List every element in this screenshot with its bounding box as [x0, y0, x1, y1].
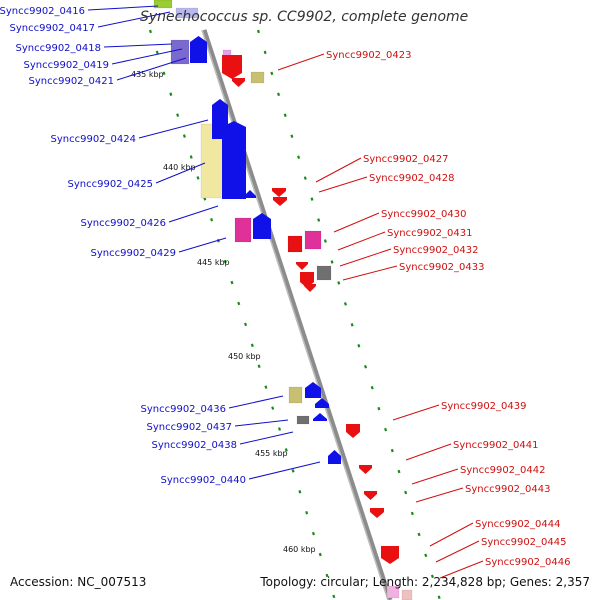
- gene-glyph-0428: [273, 197, 287, 206]
- gene-label-rev: Syncc9902_0432: [393, 245, 479, 256]
- gene-glyph-0416: [153, 0, 173, 9]
- leader-line-fwd: [234, 419, 289, 427]
- gene-glyph-0430: [287, 235, 303, 253]
- gene-label-rev: Syncc9902_0441: [453, 440, 539, 451]
- leader-line-fwd: [248, 461, 321, 480]
- scale-mark-0: 435 kbp: [131, 70, 164, 79]
- leader-line-rev: [439, 560, 484, 579]
- gene-label-rev: Syncc9902_0439: [441, 401, 527, 412]
- gene-label-fwd: Syncc9902_0425: [68, 179, 154, 190]
- gene-label-fwd: Syncc9902_0419: [24, 60, 110, 71]
- scale-mark-3: 450 kbp: [228, 352, 261, 361]
- leader-line-fwd: [111, 48, 183, 65]
- gene-glyph-0437b: [315, 398, 329, 408]
- leader-line-fwd: [155, 162, 206, 184]
- outer-tick-track: [256, 29, 442, 600]
- gene-glyph-0437: [296, 415, 310, 425]
- gene-glyph-0431: [304, 230, 322, 250]
- leader-line-fwd: [87, 5, 159, 11]
- gene-glyph-0433a: [316, 265, 332, 281]
- leader-line-rev: [318, 176, 368, 193]
- gene-glyph-0423b: [250, 71, 265, 84]
- inner-tick-track: [148, 29, 337, 600]
- leader-line-rev: [315, 157, 362, 183]
- gene-label-fwd: Syncc9902_0437: [147, 422, 233, 433]
- gene-glyph-0419: [190, 36, 207, 63]
- leader-line-rev: [333, 212, 380, 233]
- gene-glyph-0432: [296, 262, 308, 270]
- gene-glyph-0446: [401, 589, 413, 600]
- gene-glyph-0425c: [244, 190, 256, 198]
- gene-label-fwd: Syncc9902_0424: [51, 134, 137, 145]
- gene-label-rev: Syncc9902_0444: [475, 519, 561, 530]
- gene-glyph-0444: [381, 546, 399, 564]
- gene-label-fwd: Syncc9902_0438: [152, 440, 238, 451]
- genome-title: Synechococcus sp. CC9902, complete genom…: [140, 9, 469, 25]
- gene-label-fwd: Syncc9902_0417: [10, 23, 96, 34]
- leader-line-rev: [405, 443, 452, 461]
- leader-line-rev: [435, 540, 480, 563]
- gene-glyph-0436: [288, 386, 303, 404]
- gene-glyph-0429: [253, 213, 271, 239]
- leader-line-rev: [277, 53, 325, 71]
- scale-mark-5: 460 kbp: [283, 545, 316, 554]
- gene-label-fwd: Syncc9902_0421: [29, 76, 115, 87]
- gene-label-fwd: Syncc9902_0416: [0, 6, 85, 17]
- gene-label-rev: Syncc9902_0430: [381, 209, 467, 220]
- gene-glyph-0426: [234, 217, 252, 243]
- accession-text: Accession: NC_007513: [10, 575, 147, 589]
- leader-line-fwd: [228, 395, 284, 409]
- gene-glyph-0440: [328, 450, 341, 464]
- gene-glyph-0423c: [232, 78, 245, 87]
- gene-glyph-0443: [370, 508, 384, 518]
- gene-glyph-0423: [222, 55, 242, 79]
- gene-glyph-0442: [364, 491, 377, 500]
- gene-label-rev: Syncc9902_0427: [363, 154, 449, 165]
- leader-line-fwd: [97, 11, 171, 28]
- leader-line-rev: [411, 468, 459, 485]
- gene-glyph-0427: [272, 188, 286, 197]
- gene-label-rev: Syncc9902_0431: [387, 228, 473, 239]
- gene-label-rev: Syncc9902_0433: [399, 262, 485, 273]
- leader-line-rev: [415, 487, 464, 503]
- gene-glyph-0425b: [222, 121, 246, 199]
- gene-label-rev: Syncc9902_0445: [481, 537, 567, 548]
- genome-summary-text: Topology: circular; Length: 2,234,828 bp…: [260, 575, 590, 589]
- gene-label-rev: Syncc9902_0442: [460, 465, 546, 476]
- gene-glyph-0441: [359, 465, 372, 474]
- leader-line-fwd: [178, 237, 227, 253]
- scale-mark-2: 445 kbp: [197, 258, 230, 267]
- gene-glyph-0439: [346, 424, 360, 438]
- backbone-line: [201, 29, 393, 600]
- gene-label-rev: Syncc9902_0443: [465, 484, 551, 495]
- gene-label-fwd: Syncc9902_0429: [91, 248, 177, 259]
- gene-glyph-0445: [386, 585, 400, 599]
- gene-label-fwd: Syncc9902_0436: [141, 404, 227, 415]
- gene-glyph-0433b: [304, 284, 316, 292]
- leader-line-rev: [429, 522, 474, 547]
- backbone-highlight: [201, 29, 389, 600]
- gene-label-rev: Syncc9902_0423: [326, 50, 412, 61]
- scale-mark-4: 455 kbp: [255, 449, 288, 458]
- leader-line-rev: [339, 248, 392, 267]
- leader-line-fwd: [138, 119, 209, 139]
- leader-line-fwd: [103, 43, 173, 48]
- leader-line-rev: [342, 265, 398, 281]
- leader-line-fwd: [116, 57, 187, 81]
- gene-glyph-0417: [175, 7, 199, 19]
- leader-line-rev: [337, 231, 386, 251]
- gene-glyph-0438: [313, 413, 327, 421]
- gene-label-fwd: Syncc9902_0418: [16, 43, 102, 54]
- gene-label-rev: Syncc9902_0446: [485, 557, 571, 568]
- gene-label-rev: Syncc9902_0428: [369, 173, 455, 184]
- gene-label-fwd: Syncc9902_0440: [161, 475, 247, 486]
- scale-mark-1: 440 kbp: [163, 163, 196, 172]
- leader-line-fwd: [239, 431, 294, 445]
- leader-line-fwd: [168, 205, 219, 223]
- gene-label-fwd: Syncc9902_0426: [81, 218, 167, 229]
- gene-glyph-0436b: [305, 382, 321, 398]
- leader-line-rev: [392, 404, 440, 421]
